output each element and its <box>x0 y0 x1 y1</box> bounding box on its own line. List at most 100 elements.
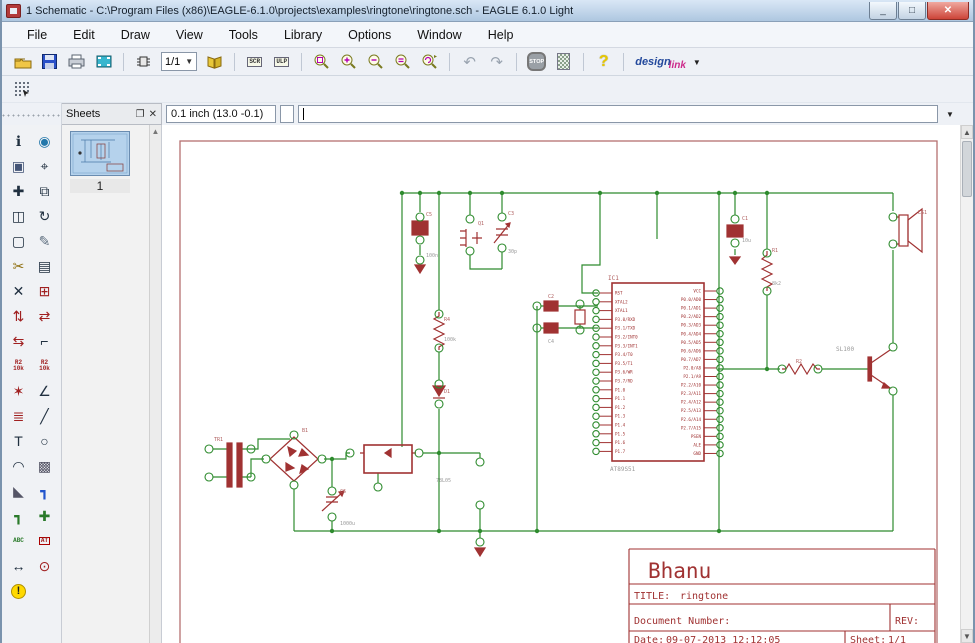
menu-library[interactable]: Library <box>271 25 335 45</box>
display-tool[interactable]: ▣ <box>6 154 32 178</box>
maximize-button[interactable]: □ <box>898 2 926 20</box>
gateswap-tool[interactable]: ⇄ <box>32 304 58 328</box>
menu-help[interactable]: Help <box>475 25 527 45</box>
save-button[interactable] <box>37 50 62 73</box>
menu-window[interactable]: Window <box>404 25 474 45</box>
zoom-out-button[interactable] <box>363 50 388 73</box>
scroll-track[interactable] <box>961 139 973 629</box>
zoom-select-button[interactable] <box>390 50 415 73</box>
sheet-thumbnail-label[interactable]: 1 <box>70 179 130 193</box>
run-script-button[interactable]: SCR <box>242 50 267 73</box>
scroll-up-icon[interactable]: ▲ <box>152 127 160 136</box>
svg-text:C3: C3 <box>508 211 514 217</box>
help-button[interactable]: ? <box>591 50 616 73</box>
wire-tool[interactable]: ╱ <box>32 404 58 428</box>
sheet-selector[interactable]: 1/1 ▼ <box>161 52 197 71</box>
close-button[interactable]: ✕ <box>927 2 969 20</box>
menu-tools[interactable]: Tools <box>216 25 271 45</box>
zoom-fit-button[interactable] <box>309 50 334 73</box>
menu-edit[interactable]: Edit <box>60 25 108 45</box>
junction-tool[interactable]: ✚ <box>32 504 58 528</box>
value-tool[interactable]: R210k <box>32 354 58 378</box>
dimension-tool[interactable]: ↔ <box>6 554 32 578</box>
minimize-button[interactable]: _ <box>869 2 897 20</box>
circle-tool[interactable]: ○ <box>32 429 58 453</box>
cut-tool[interactable]: ✂ <box>6 254 32 278</box>
chevron-down-icon: ▼ <box>946 110 954 119</box>
redo-button[interactable]: ↷ <box>484 50 509 73</box>
delete-tool[interactable]: ✕ <box>6 279 32 303</box>
title-bar[interactable]: 1 Schematic - C:\Program Files (x86)\EAG… <box>2 0 973 22</box>
go-button[interactable] <box>551 50 576 73</box>
menu-file[interactable]: File <box>14 25 60 45</box>
scroll-down-icon[interactable]: ▼ <box>961 629 973 643</box>
svg-text:LS1: LS1 <box>918 210 927 216</box>
board-button[interactable] <box>131 50 156 73</box>
window-title: 1 Schematic - C:\Program Files (x86)\EAG… <box>26 5 862 17</box>
net-tool[interactable]: ┓ <box>6 504 32 528</box>
command-input[interactable] <box>298 105 938 123</box>
rev-label: REV: <box>895 616 919 627</box>
stop-button[interactable]: STOP <box>524 50 549 73</box>
command-history-dropdown[interactable]: ▼ <box>942 110 958 119</box>
bus-tool[interactable]: ┓ <box>32 479 58 503</box>
svg-text:P3.2/INT0: P3.2/INT0 <box>615 335 638 340</box>
paste-tool[interactable]: ▤ <box>32 254 58 278</box>
rect-tool[interactable]: ▩ <box>32 454 58 478</box>
svg-text:D1: D1 <box>444 389 450 395</box>
errors-tool[interactable]: ! <box>6 579 32 603</box>
zoom-select-icon <box>394 53 411 70</box>
palette-drag-handle[interactable] <box>2 103 62 125</box>
label-tool[interactable]: ABC <box>6 529 32 553</box>
smash-tool[interactable]: ✶ <box>6 379 32 403</box>
float-panel-icon[interactable]: ❐ <box>136 109 145 120</box>
invoke-tool[interactable]: ≣ <box>6 404 32 428</box>
menu-options[interactable]: Options <box>335 25 404 45</box>
menu-view[interactable]: View <box>163 25 216 45</box>
polygon-tool[interactable]: ◣ <box>6 479 32 503</box>
copy-tool[interactable]: ⧉ <box>32 179 58 203</box>
group-tool[interactable]: ▢ <box>6 229 32 253</box>
pinswap-tool[interactable]: ⇅ <box>6 304 32 328</box>
scroll-thumb[interactable] <box>962 141 972 197</box>
sheets-scrollbar[interactable]: ▲ <box>149 125 161 643</box>
sheets-panel-title: Sheets <box>66 108 132 120</box>
close-panel-icon[interactable]: ✕ <box>149 109 157 120</box>
attribute-tool[interactable]: AT <box>32 529 58 553</box>
sheets-panel-header[interactable]: Sheets ❐ ✕ <box>62 103 162 125</box>
rotate-tool[interactable]: ↻ <box>32 204 58 228</box>
zoom-fit-icon <box>313 53 330 70</box>
text-tool[interactable]: T <box>6 429 32 453</box>
canvas-vscrollbar[interactable]: ▲ ▼ <box>960 125 973 643</box>
print-button[interactable] <box>64 50 89 73</box>
add-icon: ⊞ <box>39 284 51 298</box>
change-tool[interactable]: ✎ <box>32 229 58 253</box>
open-button[interactable] <box>10 50 35 73</box>
crystal-xtal <box>575 310 585 324</box>
schematic-canvas[interactable]: RSTXTAL2XTAL1P3.0/RXDP3.1/TXDP3.2/INT0P3… <box>162 125 960 643</box>
add-tool[interactable]: ⊞ <box>32 279 58 303</box>
arc-tool[interactable]: ◠ <box>6 454 32 478</box>
zoom-in-button[interactable] <box>336 50 361 73</box>
designlink-button[interactable]: design link ▼ <box>635 56 701 68</box>
scroll-up-icon[interactable]: ▲ <box>961 125 973 139</box>
replace-tool[interactable]: ⇆ <box>6 329 32 353</box>
miter-tool[interactable]: ⌐ <box>32 329 58 353</box>
library-button[interactable] <box>202 50 227 73</box>
run-ulp-button[interactable]: ULP <box>269 50 294 73</box>
sheet-thumbnail[interactable] <box>70 131 130 176</box>
zoom-redraw-button[interactable] <box>417 50 442 73</box>
cam-processor-button[interactable] <box>91 50 116 73</box>
show-tool[interactable]: ◉ <box>32 129 58 153</box>
split-tool[interactable]: ∠ <box>32 379 58 403</box>
erc-tool[interactable]: ⊙ <box>32 554 58 578</box>
mark-tool[interactable]: ⌖ <box>32 154 58 178</box>
grid-button[interactable] <box>9 78 35 100</box>
info-tool[interactable]: ℹ <box>6 129 32 153</box>
name-tool[interactable]: R210k <box>6 354 32 378</box>
move-tool[interactable]: ✚ <box>6 179 32 203</box>
svg-text:30p: 30p <box>508 249 517 255</box>
menu-draw[interactable]: Draw <box>108 25 163 45</box>
mirror-tool[interactable]: ◫ <box>6 204 32 228</box>
undo-button[interactable]: ↶ <box>457 50 482 73</box>
